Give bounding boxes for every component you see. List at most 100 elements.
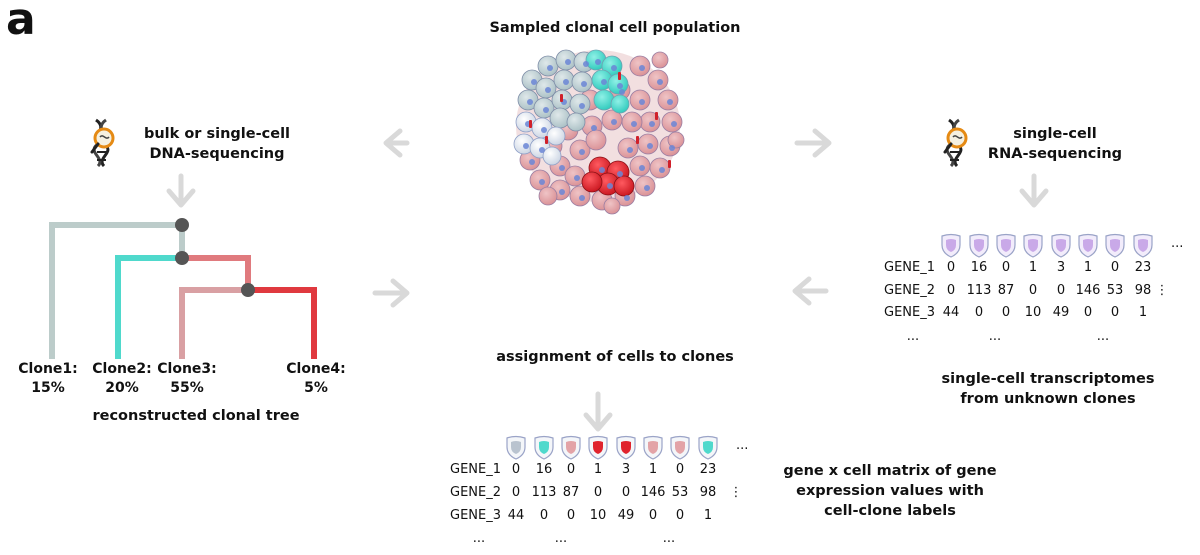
labeled-caption-line3: cell-clone labels [824,503,956,519]
matrix-cell: 44 [942,305,960,320]
matrix-row: GENE_3 44 0 0 10 49 0 0 1 [884,302,1184,323]
matrix-cell: 0 [946,283,956,298]
matrix-cell: 3 [621,462,631,477]
matrix-cell: 1 [703,508,713,523]
gene-name: GENE_1 [450,462,501,477]
matrix-cell: 113 [531,485,557,500]
matrix-cell: 1 [1083,260,1093,275]
matrix-cell: 0 [675,462,685,477]
clone-pct: 20% [105,380,139,396]
matrix-cell: 0 [675,508,685,523]
gene-name: GENE_2 [450,485,501,500]
matrix-cell: 1 [648,462,658,477]
matrix-vertical-ellipsis: ⋮ [729,485,743,500]
tree-caption: reconstructed clonal tree [92,408,300,424]
clone-label-1: Clone1: 15% [8,360,88,398]
matrix-cell: 23 [1134,260,1152,275]
matrix-cell: 0 [1028,283,1038,298]
panel-letter: a [6,0,36,45]
matrix-cell: 0 [566,508,576,523]
matrix-cell: 0 [974,305,984,320]
matrix-cell: 0 [1110,260,1120,275]
matrix-cell: 44 [507,508,525,523]
matrix-row: GENE_1 0 16 0 1 3 1 0 23 [884,257,1184,278]
matrix-cell: 146 [1075,283,1101,298]
labeled-cell-badges [506,435,718,460]
dna-magnifier-icon [943,118,968,168]
matrix-row: GENE_3 44 0 0 10 49 0 0 1 [450,505,750,526]
arrow-rna-matrix-to-assignment [792,276,829,306]
matrix-row: GENE_1 0 16 0 1 3 1 0 23 [450,459,750,480]
matrix-cell: 98 [1134,283,1152,298]
clone-pct: 5% [304,380,328,396]
matrix-cell: 98 [699,485,717,500]
clone-name: Clone3: [157,361,217,377]
unknown-clones-caption: single-cell transcriptomes from unknown … [918,369,1178,409]
matrix-row: GENE_2 0 113 87 0 0 146 53 98 ⋮ [450,482,750,503]
cell-population-illustration [513,49,685,215]
matrix-cell: 0 [621,485,631,500]
gene-name: GENE_1 [884,260,935,275]
matrix-cell: 23 [699,462,717,477]
clone-label-2: Clone2: 20% [82,360,162,398]
arrow-tree-to-assignment [372,278,410,308]
matrix-cell: 0 [566,462,576,477]
matrix-cell: 1 [593,462,603,477]
row-ellipsis: ... [988,329,1002,344]
matrix-col-ellipsis: ... [736,438,749,453]
clone-name: Clone2: [92,361,152,377]
rna-seq-line2: RNA-sequencing [987,146,1123,162]
matrix-cell: 10 [589,508,607,523]
matrix-cell: 87 [997,283,1015,298]
row-ellipsis: ... [1096,329,1110,344]
rna-seq-label: single-cell RNA-sequencing [975,124,1135,164]
matrix-cell: 113 [966,283,992,298]
matrix-cell: 3 [1056,260,1066,275]
row-ellipsis: ... [662,531,676,546]
labeled-caption-line1: gene x cell matrix of gene [783,463,997,479]
arrow-rna-down [1019,173,1049,208]
matrix-cell: 53 [671,485,689,500]
clonal-tree [49,222,317,359]
matrix-cell: 0 [1110,305,1120,320]
matrix-cell: 0 [593,485,603,500]
unknown-caption-line2: from unknown clones [960,391,1136,407]
dna-seq-line1: bulk or single-cell [143,126,291,142]
row-ellipsis: ... [472,531,486,546]
dna-magnifier-icon [90,118,115,168]
clone-pct: 55% [170,380,204,396]
page-title: Sampled clonal cell population [489,20,741,36]
matrix-cell: 0 [1001,305,1011,320]
row-ellipsis: ... [906,329,920,344]
matrix-cell: 10 [1024,305,1042,320]
arrow-assignment-down [583,391,613,432]
rna-seq-line1: single-cell [1013,126,1097,142]
unknown-caption-line1: single-cell transcriptomes [941,371,1155,387]
clone-name: Clone4: [286,361,346,377]
gene-name: GENE_3 [450,508,501,523]
matrix-cell: 53 [1106,283,1124,298]
matrix-row-ellipsis: ... ... ... [450,528,750,549]
matrix-cell: 0 [1083,305,1093,320]
dna-seq-label: bulk or single-cell DNA-sequencing [122,124,312,164]
labeled-caption-line2: expression values with [796,483,984,499]
row-ellipsis: ... [554,531,568,546]
matrix-cell: 87 [562,485,580,500]
matrix-cell: 49 [1052,305,1070,320]
clone-name: Clone1: [18,361,78,377]
clone-label-4: Clone4: 5% [276,360,356,398]
matrix-row: GENE_2 0 113 87 0 0 146 53 98 ⋮ [884,280,1184,301]
unknown-cell-badges [941,233,1153,258]
matrix-cell: 0 [648,508,658,523]
gene-name: GENE_3 [884,305,935,320]
matrix-cell: 0 [946,260,956,275]
arrow-right-to-rna [794,128,832,158]
matrix-cell: 0 [511,462,521,477]
arrow-left-to-dna [383,128,410,158]
matrix-cell: 0 [511,485,521,500]
labeled-matrix-caption: gene x cell matrix of gene expression va… [760,461,1020,521]
clone-pct: 15% [31,380,65,396]
matrix-cell: 0 [1056,283,1066,298]
clone-label-3: Clone3: 55% [147,360,227,398]
